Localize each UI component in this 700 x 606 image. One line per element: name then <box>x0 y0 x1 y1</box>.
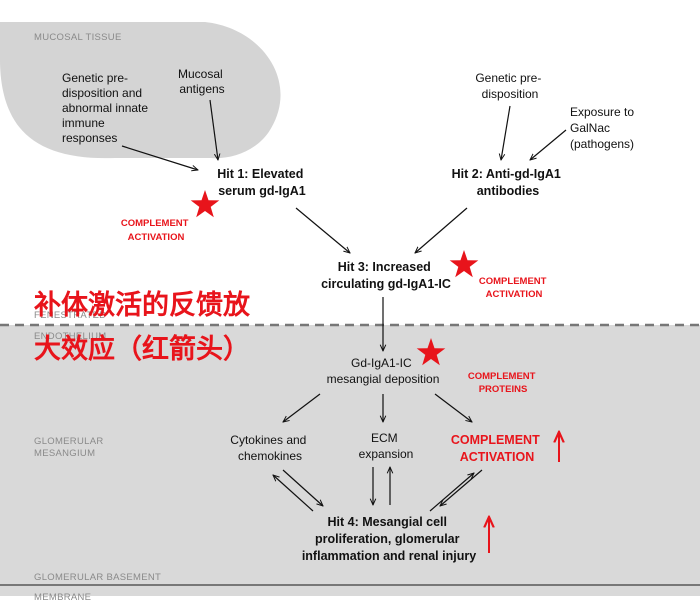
arrow-genetic-right-to-hit2 <box>501 105 511 160</box>
arrow-genetic-to-hit1 <box>121 145 198 170</box>
ecm-node: ECM expansion <box>359 431 414 461</box>
arrow-hit4-to-cytokines <box>273 475 314 512</box>
flow-arrows <box>121 99 567 512</box>
complement-proteins-label: COMPLEMENT PROTEINS <box>468 371 538 395</box>
hit2-node: Hit 2: Anti-gd-IgA1 antibodies <box>452 167 565 198</box>
zone-label-mucosal: MUCOSAL TISSUE <box>34 32 122 43</box>
complement-activation-left: COMPLEMENT ACTIVATION <box>121 218 191 243</box>
cytokines-node: Cytokines and chemokines <box>230 433 309 463</box>
mesangium-region <box>0 325 700 596</box>
arrow-exposure-to-hit2 <box>530 129 567 160</box>
mucosal-tissue-region <box>0 22 281 159</box>
star-icon-proteins <box>416 338 446 366</box>
zone-label-membrane: MEMBRANE <box>34 592 91 603</box>
arrow-hit4-to-complement <box>429 473 474 512</box>
genetic-left-node: Genetic pre- disposition and abnormal in… <box>62 71 151 145</box>
arrow-cytokines-to-hit4 <box>282 469 323 506</box>
arrow-hit1-to-hit3 <box>295 207 350 253</box>
arrow-deposition-to-cytokines <box>283 393 321 422</box>
arrow-deposition-to-complement <box>434 393 472 422</box>
zone-label-glomerular: GLOMERULAR <box>34 436 104 447</box>
mucosal-antigens-node: Mucosal antigens <box>178 67 226 96</box>
feedback-annotation: 补体激活的反馈放 大效应（红箭头） <box>34 289 259 365</box>
deposition-node: Gd-IgA1-IC mesangial deposition <box>327 356 440 386</box>
hit3-node: Hit 3: Increased circulating gd-IgA1-IC <box>321 260 451 291</box>
complement-activation-main: COMPLEMENT ACTIVATION <box>451 433 543 464</box>
arrow-antigens-to-hit1 <box>209 99 218 160</box>
star-icon-right <box>449 250 479 278</box>
arrow-complement-to-hit4 <box>440 469 483 506</box>
hit1-node: Hit 1: Elevated serum gd-IgA1 <box>217 167 307 198</box>
zone-label-basement: GLOMERULAR BASEMENT <box>34 572 161 583</box>
star-icon-left <box>190 190 220 218</box>
arrow-hit2-to-hit3 <box>415 207 468 253</box>
zone-label-mesangium: MESANGIUM <box>34 448 95 459</box>
zone-label-endothelium: ENDOTHELIUM <box>34 331 106 342</box>
genetic-right-node: Genetic pre- disposition <box>475 71 544 101</box>
exposure-node: Exposure to GalNac (pathogens) <box>570 105 637 151</box>
complement-activation-right: COMPLEMENT ACTIVATION <box>479 276 549 300</box>
hit4-node: Hit 4: Mesangial cell proliferation, glo… <box>302 515 476 563</box>
zone-label-fenestrated: FENESTRATED <box>34 310 106 321</box>
